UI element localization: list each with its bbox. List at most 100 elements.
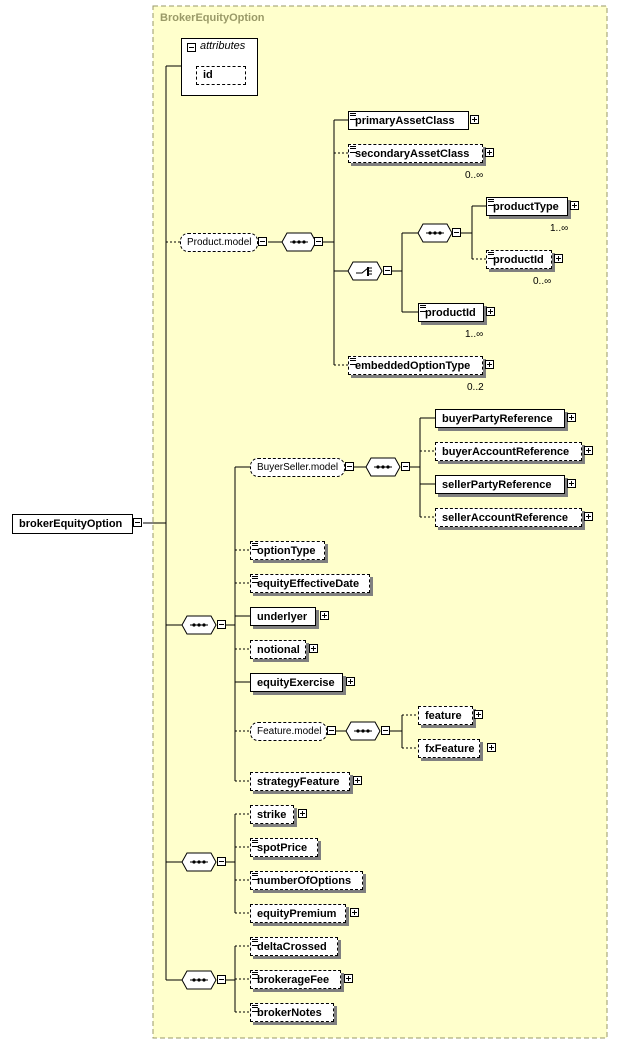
- annotation-icon: [252, 939, 258, 946]
- expand-feature-icon[interactable]: [474, 710, 483, 719]
- spot-price-element[interactable]: spotPrice: [250, 838, 318, 857]
- expand-product-id-icon[interactable]: [486, 307, 495, 316]
- number-of-options-label: numberOfOptions: [257, 875, 352, 887]
- collapse-feature-model-icon[interactable]: [327, 726, 336, 735]
- expand-brokerage-fee-icon[interactable]: [344, 974, 353, 983]
- expand-seller-account-reference-icon[interactable]: [584, 512, 593, 521]
- expand-notional-icon[interactable]: [309, 644, 318, 653]
- annotation-icon: [252, 873, 258, 880]
- product-type-label: productType: [493, 201, 559, 213]
- expand-buyer-party-reference-icon[interactable]: [567, 413, 576, 422]
- product-model-group[interactable]: Product.model: [180, 233, 258, 252]
- buyer-seller-model-group[interactable]: BuyerSeller.model: [250, 458, 345, 477]
- expand-primary-asset-class-icon[interactable]: [470, 115, 479, 124]
- collapse-product-type-sequence-icon[interactable]: [452, 228, 461, 237]
- collapse-product-sequence-icon[interactable]: [314, 237, 323, 246]
- collapse-buyer-seller-model-icon[interactable]: [345, 462, 354, 471]
- product-model-label: Product.model: [187, 237, 252, 248]
- feature-model-label: Feature.model: [257, 726, 322, 737]
- delta-crossed-label: deltaCrossed: [257, 941, 327, 953]
- annotation-icon: [252, 1005, 258, 1012]
- strategy-feature-element[interactable]: strategyFeature: [250, 772, 350, 791]
- brokerage-fee-element[interactable]: brokerageFee: [250, 970, 341, 989]
- fx-feature-element[interactable]: fxFeature: [418, 739, 480, 758]
- collapse-sequence-2-icon[interactable]: [217, 857, 226, 866]
- product-id-element[interactable]: productId: [418, 303, 484, 322]
- collapse-product-model-icon[interactable]: [258, 237, 267, 246]
- expand-secondary-asset-class-icon[interactable]: [485, 148, 494, 157]
- collapse-attributes-icon[interactable]: [187, 43, 196, 52]
- equity-premium-label: equityPremium: [257, 908, 337, 920]
- annotation-icon: [252, 972, 258, 979]
- expand-embedded-option-type-icon[interactable]: [485, 360, 494, 369]
- expand-strike-icon[interactable]: [298, 809, 307, 818]
- equity-exercise-element[interactable]: equityExercise: [250, 673, 343, 692]
- collapse-feature-sequence-icon[interactable]: [381, 726, 390, 735]
- secondary-asset-class-element[interactable]: secondaryAssetClass: [348, 144, 483, 163]
- feature-element[interactable]: feature: [418, 706, 473, 725]
- product-type-cardinality: 1..∞: [550, 223, 569, 234]
- expand-strategy-feature-icon[interactable]: [353, 776, 362, 785]
- expand-product-type-icon[interactable]: [570, 201, 579, 210]
- notional-element[interactable]: notional: [250, 640, 306, 659]
- annotation-icon: [488, 199, 494, 206]
- seller-account-reference-label: sellerAccountReference: [442, 512, 568, 524]
- number-of-options-element[interactable]: numberOfOptions: [250, 871, 363, 890]
- primary-asset-class-label: primaryAssetClass: [355, 115, 455, 127]
- product-id-optional-cardinality: 0..∞: [533, 276, 552, 287]
- equity-effective-date-label: equityEffectiveDate: [257, 578, 360, 590]
- attribute-id[interactable]: id: [196, 66, 246, 85]
- product-id-optional-element[interactable]: productId: [486, 250, 552, 269]
- collapse-buyer-seller-sequence-icon[interactable]: [401, 462, 410, 471]
- expand-seller-party-reference-icon[interactable]: [567, 479, 576, 488]
- equity-exercise-label: equityExercise: [257, 677, 335, 689]
- secondary-asset-class-cardinality: 0..∞: [465, 170, 484, 181]
- embedded-option-type-element[interactable]: embeddedOptionType: [348, 356, 483, 375]
- product-id-cardinality: 1..∞: [465, 329, 484, 340]
- seller-account-reference-element[interactable]: sellerAccountReference: [435, 508, 582, 527]
- collapse-root-icon[interactable]: [133, 518, 142, 527]
- buyer-party-reference-element[interactable]: buyerPartyReference: [435, 409, 565, 428]
- expand-underlyer-icon[interactable]: [320, 611, 329, 620]
- option-type-label: optionType: [257, 545, 316, 557]
- secondary-asset-class-label: secondaryAssetClass: [355, 148, 470, 160]
- expand-buyer-account-reference-icon[interactable]: [584, 446, 593, 455]
- underlyer-element[interactable]: underlyer: [250, 607, 316, 626]
- buyer-account-reference-label: buyerAccountReference: [442, 446, 570, 458]
- seller-party-reference-element[interactable]: sellerPartyReference: [435, 475, 565, 494]
- annotation-icon: [420, 305, 426, 312]
- buyer-account-reference-element[interactable]: buyerAccountReference: [435, 442, 582, 461]
- expand-equity-premium-icon[interactable]: [350, 908, 359, 917]
- annotation-icon: [350, 113, 356, 120]
- annotation-icon: [252, 576, 258, 583]
- product-id-label: productId: [425, 307, 476, 319]
- annotation-icon: [252, 840, 258, 847]
- annotation-icon: [252, 543, 258, 550]
- equity-premium-element[interactable]: equityPremium: [250, 904, 346, 923]
- strategy-feature-label: strategyFeature: [257, 776, 340, 788]
- feature-label: feature: [425, 710, 462, 722]
- product-id-optional-label: productId: [493, 254, 544, 266]
- broker-notes-element[interactable]: brokerNotes: [250, 1003, 334, 1022]
- underlyer-label: underlyer: [257, 611, 308, 623]
- strike-element[interactable]: strike: [250, 805, 294, 824]
- expand-fx-feature-icon[interactable]: [487, 743, 496, 752]
- feature-model-group[interactable]: Feature.model: [250, 722, 327, 741]
- collapse-main-sequence-icon[interactable]: [217, 620, 226, 629]
- spot-price-label: spotPrice: [257, 842, 308, 854]
- equity-effective-date-element[interactable]: equityEffectiveDate: [250, 574, 370, 593]
- buyer-seller-model-label: BuyerSeller.model: [257, 462, 339, 473]
- brokerage-fee-label: brokerageFee: [257, 974, 330, 986]
- delta-crossed-element[interactable]: deltaCrossed: [250, 937, 338, 956]
- product-type-element[interactable]: productType: [486, 197, 568, 216]
- option-type-element[interactable]: optionType: [250, 541, 325, 560]
- embedded-option-type-label: embeddedOptionType: [355, 360, 471, 372]
- collapse-choice-icon[interactable]: [383, 266, 392, 275]
- buyer-party-reference-label: buyerPartyReference: [442, 413, 553, 425]
- expand-product-id-optional-icon[interactable]: [554, 254, 563, 263]
- expand-equity-exercise-icon[interactable]: [346, 677, 355, 686]
- root-element-box[interactable]: brokerEquityOption: [12, 514, 133, 534]
- collapse-sequence-3-icon[interactable]: [217, 975, 226, 984]
- primary-asset-class-element[interactable]: primaryAssetClass: [348, 111, 469, 130]
- attributes-label: attributes: [200, 40, 246, 52]
